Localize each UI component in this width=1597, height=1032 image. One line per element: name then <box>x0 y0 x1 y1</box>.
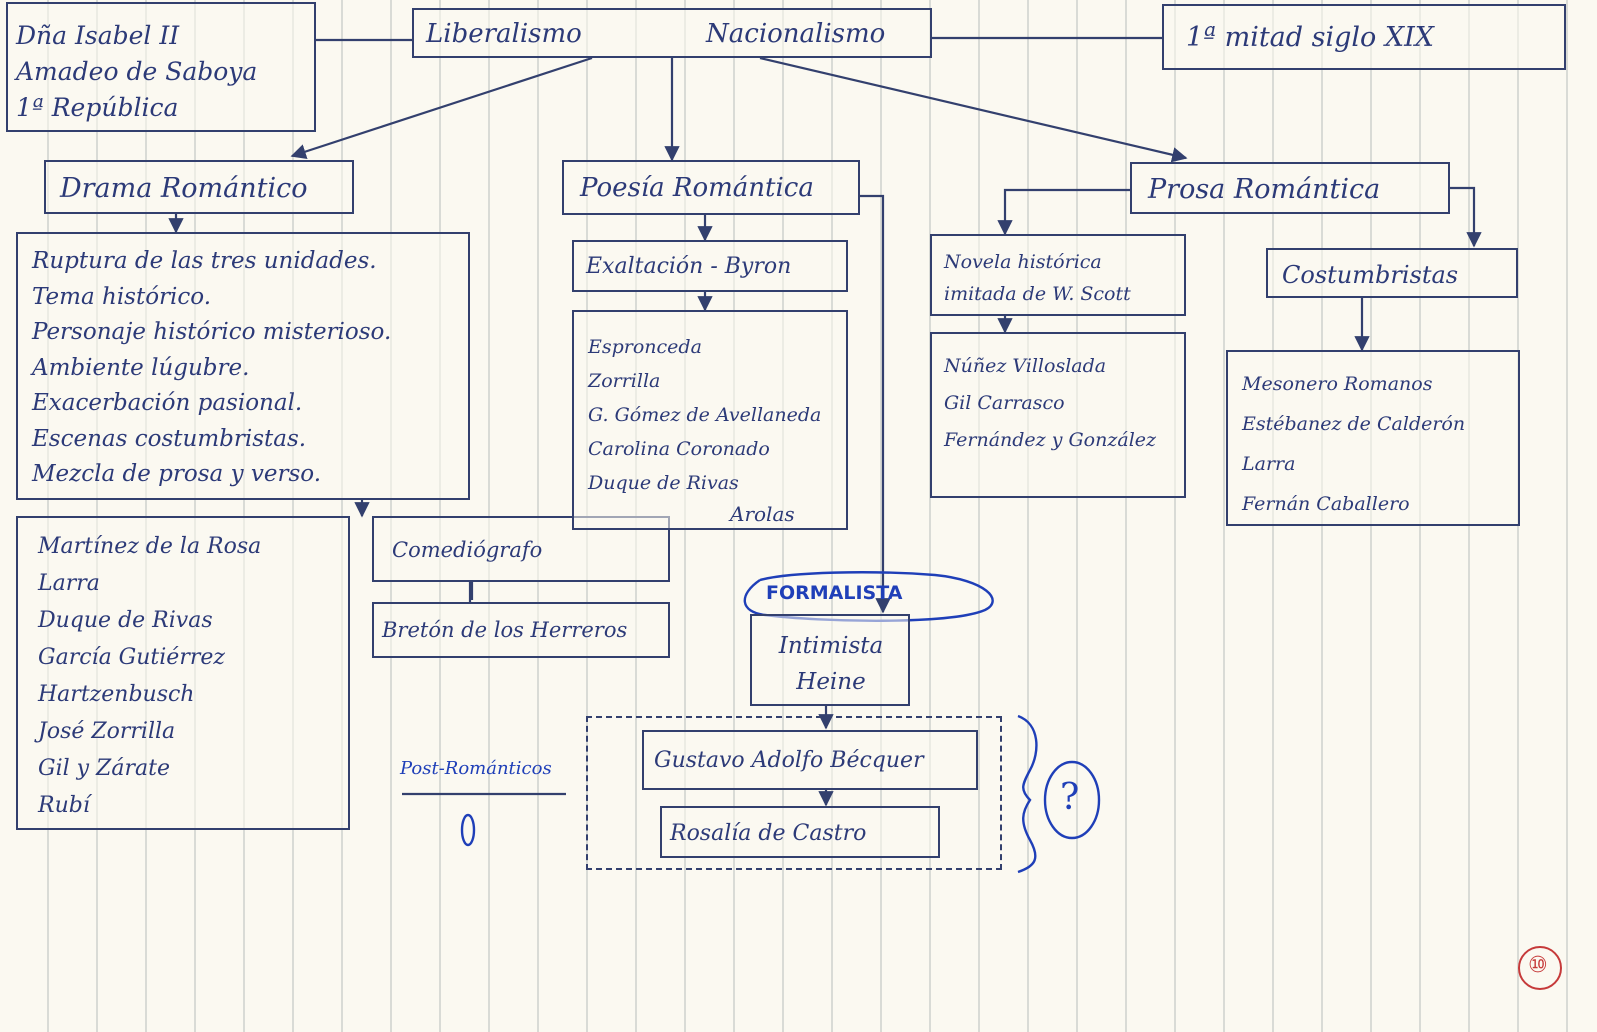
stamp-circle <box>1518 946 1562 990</box>
drama-authors-box: Martínez de la Rosa Larra Duque de Rivas… <box>16 516 350 830</box>
feature-item: Personaje histórico misterioso. <box>32 319 392 345</box>
formalista-label: FORMALISTA <box>766 582 903 604</box>
author-item: Gil Carrasco <box>944 392 1065 414</box>
question-mark: ? <box>1060 777 1080 818</box>
liberalismo-label: Liberalismo <box>426 19 582 49</box>
author-item: José Zorrilla <box>38 719 176 744</box>
reign-line: Dña Isabel II <box>16 21 180 50</box>
author-item: Gil y Zárate <box>38 756 170 781</box>
prosa-title: Prosa Romántica <box>1148 174 1381 205</box>
poesia-title-box: Poesía Romántica <box>562 160 860 215</box>
exaltacion-box: Exaltación - Byron <box>572 240 848 292</box>
drama-title: Drama Romántico <box>60 173 308 204</box>
feature-item: Ambiente lúgubre. <box>32 354 250 381</box>
arrow-novela <box>997 188 1130 236</box>
comediografo-label: Comediógrafo <box>392 538 543 562</box>
novela-line: Novela histórica <box>944 251 1102 273</box>
prosa-title-box: Prosa Romántica <box>1130 162 1450 214</box>
author-item: Carolina Coronado <box>588 438 770 460</box>
intimista-line: Heine <box>796 669 866 695</box>
post-romanticos-label: Post-Románticos <box>400 758 552 779</box>
author-item-arolas: Arolas <box>730 502 795 526</box>
rosalia-label: Rosalía de Castro <box>670 821 867 846</box>
author-item: Larra <box>38 571 100 596</box>
period-label: 1ª mitad siglo XIX <box>1186 22 1434 53</box>
author-item: Núñez Villoslada <box>944 355 1107 377</box>
poesia-authors-list: Espronceda Zorrilla G. Gómez de Avellane… <box>588 330 821 500</box>
author-item: Fernández y González <box>944 429 1157 451</box>
intimista-line: Intimista <box>778 633 884 659</box>
author-item: Zorrilla <box>588 370 661 392</box>
post-romanticos-group <box>586 716 1002 870</box>
author-item: Estébanez de Calderón <box>1242 413 1466 435</box>
intimista-lines: Intimista Heine <box>766 628 896 700</box>
breton-label: Bretón de los Herreros <box>382 618 628 642</box>
rosalia-box: Rosalía de Castro <box>660 806 940 858</box>
novela-lines: Novela histórica imitada de W. Scott <box>944 246 1131 310</box>
nacionalismo-label: Nacionalismo <box>706 19 886 49</box>
arrow-to-drama <box>290 56 593 160</box>
costumbristas-authors-box: Mesonero Romanos Estébanez de Calderón L… <box>1226 350 1520 526</box>
costumbristas-authors-list: Mesonero Romanos Estébanez de Calderón L… <box>1242 364 1465 524</box>
arrow-costumbristas <box>1450 186 1482 248</box>
curly-brace <box>1017 714 1038 874</box>
author-item: G. Gómez de Avellaneda <box>588 404 822 426</box>
arrow-formalista <box>860 194 891 614</box>
reigns-box: Dña Isabel II Amadeo de Saboya 1ª Repúbl… <box>6 2 316 132</box>
author-item: Duque de Rivas <box>38 608 213 633</box>
drama-title-box: Drama Romántico <box>44 160 354 214</box>
blue-mark <box>460 813 476 847</box>
poesia-title: Poesía Romántica <box>580 173 814 203</box>
novela-line: imitada de W. Scott <box>944 283 1131 305</box>
author-item: Martínez de la Rosa <box>38 534 262 559</box>
arrow-to-prosa <box>759 56 1188 163</box>
feature-item: Ruptura de las tres unidades. <box>32 248 377 274</box>
reign-line: 1ª República <box>16 93 179 122</box>
page-stamp: ⑩ <box>1528 953 1548 978</box>
author-item: Espronceda <box>588 336 702 358</box>
novela-authors-box: Núñez Villoslada Gil Carrasco Fernández … <box>930 332 1186 498</box>
author-item: Rubí <box>38 793 90 818</box>
becquer-box: Gustavo Adolfo Bécquer <box>642 730 978 790</box>
author-item: Duque de Rivas <box>588 472 739 494</box>
period-box: 1ª mitad siglo XIX <box>1162 4 1566 70</box>
author-item: Fernán Caballero <box>1242 493 1410 515</box>
drama-features-box: Ruptura de las tres unidades. Tema histó… <box>16 232 470 500</box>
drama-features-list: Ruptura de las tres unidades. Tema histó… <box>32 244 391 493</box>
feature-item: Exacerbación pasional. <box>32 390 303 416</box>
reigns-lines: Dña Isabel II Amadeo de Saboya 1ª Repúbl… <box>16 18 257 126</box>
breton-box: Bretón de los Herreros <box>372 602 670 658</box>
feature-item: Escenas costumbristas. <box>32 425 307 452</box>
liberalismo-nacionalismo-box: Liberalismo Nacionalismo <box>412 8 932 58</box>
costumbristas-title-box: Costumbristas <box>1266 248 1518 298</box>
exaltacion-label: Exaltación - Byron <box>586 254 792 279</box>
feature-item: Tema histórico. <box>32 283 212 310</box>
novela-authors-list: Núñez Villoslada Gil Carrasco Fernández … <box>944 348 1156 459</box>
drama-authors-list: Martínez de la Rosa Larra Duque de Rivas… <box>38 528 261 824</box>
reign-line: Amadeo de Saboya <box>16 57 258 86</box>
novela-box: Novela histórica imitada de W. Scott <box>930 234 1186 316</box>
author-item: Larra <box>1242 453 1296 475</box>
costumbristas-title: Costumbristas <box>1282 261 1459 289</box>
intimista-box: Intimista Heine <box>750 614 910 706</box>
poesia-authors-box: Espronceda Zorrilla G. Gómez de Avellane… <box>572 310 848 530</box>
becquer-label: Gustavo Adolfo Bécquer <box>654 748 924 773</box>
question-circle <box>1043 760 1101 840</box>
feature-item: Mezcla de prosa y verso. <box>32 461 322 487</box>
author-item: Hartzenbusch <box>38 682 195 707</box>
author-item: Mesonero Romanos <box>1242 373 1433 395</box>
author-item: García Gutiérrez <box>38 645 225 670</box>
